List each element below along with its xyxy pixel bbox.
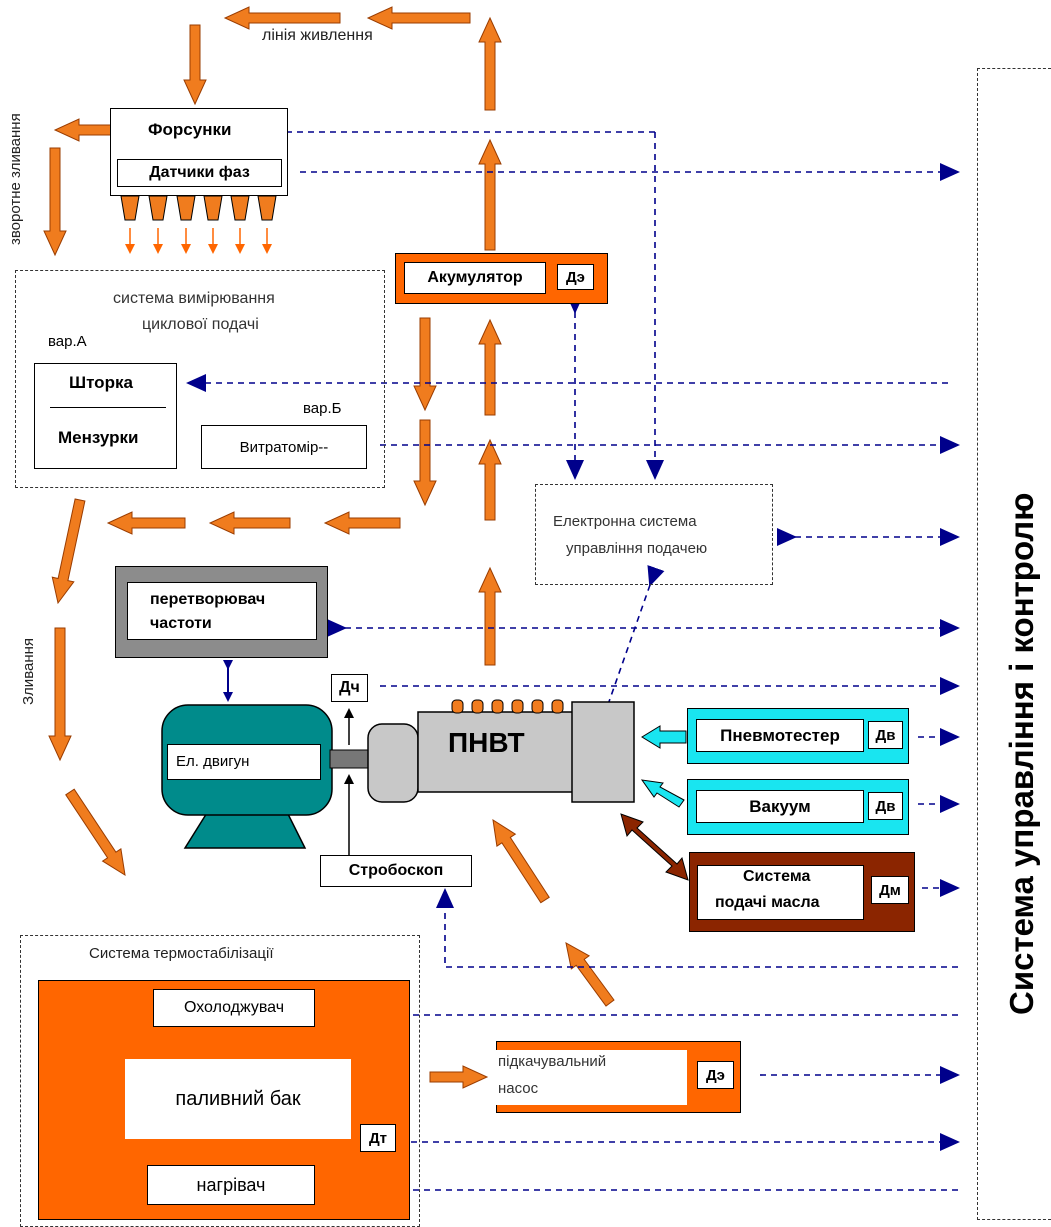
booster-sensor: Дэ xyxy=(697,1061,734,1089)
fuel-arrow xyxy=(183,24,207,106)
ecu-label-2: управління подачею xyxy=(566,540,708,557)
motor-label: Ел. двигун xyxy=(167,744,321,780)
vacuum-arrow xyxy=(640,779,685,808)
cooler: Охолоджувач xyxy=(153,989,315,1027)
pneumo-arrow xyxy=(641,725,687,749)
booster-pump-inner xyxy=(494,1050,687,1105)
fuel-arrow xyxy=(208,511,291,535)
fuel-tank-label: паливний бак xyxy=(125,1059,351,1139)
fuel-arrow xyxy=(48,627,72,762)
oil-sensor: Дм xyxy=(871,876,909,904)
oil-label-1: Система xyxy=(743,868,811,885)
fuel-arrow xyxy=(323,511,401,535)
shutter-beakers-box xyxy=(34,363,177,469)
fuel-arrow xyxy=(478,318,502,416)
accumulator-sensor: Дэ xyxy=(557,264,594,290)
beakers-label: Мензурки xyxy=(58,428,139,447)
vacuum-sensor: Дв xyxy=(868,792,903,820)
signal-line xyxy=(436,888,958,968)
freq-sensor: Дч xyxy=(331,674,368,702)
phase-sensors: Датчики фаз xyxy=(117,159,282,187)
temp-sensor: Дт xyxy=(360,1124,396,1152)
booster-label-1: підкачувальний xyxy=(498,1053,607,1070)
ecu-block xyxy=(535,484,773,585)
fuel-arrow xyxy=(565,942,615,1007)
fuel-arrow xyxy=(478,566,502,666)
pump-outlets xyxy=(451,699,564,714)
pump-label: ПНВТ xyxy=(448,727,525,758)
fuel-arrow xyxy=(492,818,550,904)
variant-b-label: вар.Б xyxy=(303,400,342,417)
freq-conv-label-2: частоти xyxy=(150,615,212,632)
pump-head xyxy=(571,701,635,803)
fuel-arrow xyxy=(413,317,437,412)
shutter-divider xyxy=(50,407,166,408)
fuel-arrow xyxy=(413,419,437,507)
pneumotester-label: Пневмотестер xyxy=(696,719,864,752)
spray-arrows xyxy=(125,228,272,254)
fuel-arrow xyxy=(478,438,502,521)
oil-arrow xyxy=(620,813,689,881)
return-drain-label: зворотне зливання xyxy=(7,113,24,245)
injectors-label: Форсунки xyxy=(148,120,232,139)
oil-label-2: подачі масла xyxy=(715,894,820,911)
thermo-title: Система термостабілізації xyxy=(89,945,274,962)
fuel-arrow xyxy=(106,511,186,535)
stroboscope: Стробоскоп xyxy=(320,855,472,887)
fuel-arrow xyxy=(51,498,86,605)
shutter-label: Шторка xyxy=(69,373,133,392)
motor-shaft xyxy=(329,749,371,769)
oil-system-inner xyxy=(697,865,864,920)
coupling xyxy=(367,723,419,803)
measure-system-title-1: система вимірювання xyxy=(113,290,275,307)
fuel-arrow xyxy=(478,16,502,111)
pneumo-sensor: Дв xyxy=(868,721,903,749)
vacuum-label: Вакуум xyxy=(696,790,864,823)
ecu-label-1: Електронна система xyxy=(553,513,697,530)
fuel-arrow xyxy=(43,147,67,257)
variant-a-label: вар.А xyxy=(48,333,87,350)
accumulator-label: Акумулятор xyxy=(404,262,546,294)
signal-lines xyxy=(186,123,960,1199)
control-system-label: Система управління і контролю xyxy=(1003,492,1040,1015)
fuel-arrow xyxy=(65,788,126,876)
fuel-arrow xyxy=(478,138,502,251)
measure-system-title-2: циклової подачі xyxy=(142,316,259,333)
fuel-arrow xyxy=(366,6,471,30)
feed-line-label: лінія живлення xyxy=(262,27,373,44)
injector-nozzles xyxy=(120,195,277,221)
measurement-system xyxy=(15,270,385,488)
fuel-arrow xyxy=(223,6,341,30)
frequency-converter-inner xyxy=(127,582,317,640)
fuel-arrows xyxy=(43,6,615,1089)
drain-label: Зливання xyxy=(20,637,37,705)
signal-line xyxy=(595,565,665,735)
heater: нагрівач xyxy=(147,1165,315,1205)
fuel-arrow xyxy=(429,1065,489,1089)
booster-label-2: насос xyxy=(498,1080,539,1097)
flowmeter: Витратомір-- xyxy=(201,425,367,469)
control-system-block xyxy=(977,68,1051,1220)
freq-conv-label-1: перетворювач xyxy=(150,591,266,608)
